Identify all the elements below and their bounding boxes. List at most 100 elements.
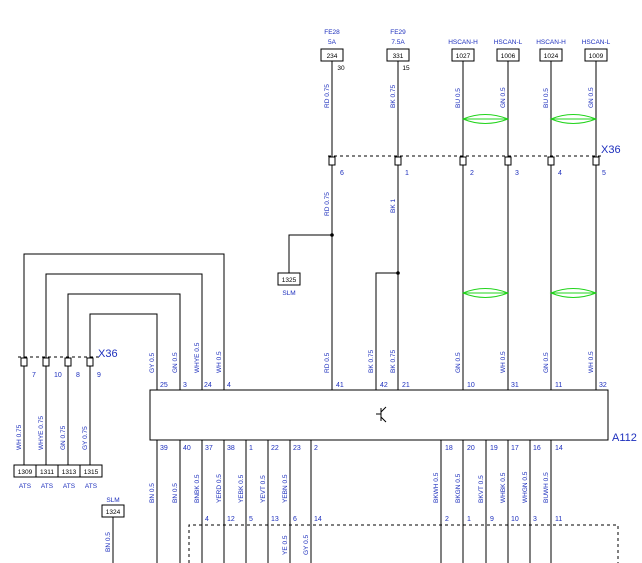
wire-label: WHGN 0.5 [522,471,529,503]
can-name: HSCAN-L [494,39,523,46]
wire-label: GY 0.5 [303,534,310,555]
ats-label: ATS [63,483,76,490]
wire-label: GN 0.5 [543,352,550,373]
wire-label: GN 0.5 [172,352,179,373]
pin-number: 8 [76,372,80,379]
loop-wire [89,313,158,390]
pin-number: 38 [227,445,235,452]
pin-housing [42,357,50,367]
wire-label: GN 0.5 [588,87,595,108]
pin-number: 41 [336,382,344,389]
can-term-3: HSCAN-H 1024 [536,39,566,62]
twisted-pair [549,288,598,298]
pin-number: 20 [467,445,475,452]
pin-number: 16 [533,445,541,452]
can-id: 1006 [501,53,516,60]
slm-id: 1324 [106,509,121,516]
pin-number: 6 [340,170,344,177]
splice-wire [288,234,332,273]
wire-label: GN 0.5 [455,352,462,373]
wire-label: BN 0.5 [105,532,112,552]
pin-number: 23 [293,445,301,452]
ats-label: ATS [85,483,98,490]
wire-label: YERD 0.5 [216,474,223,503]
connector-x36-top: X36 6 1 2 3 4 5 [328,144,621,177]
wire-label: RD 0.75 [324,84,331,108]
fuse-id: 331 [393,53,404,60]
wire-label: RD 0.5 [324,352,331,373]
twisted-pair [461,288,510,298]
pin-number: 10 [467,382,475,389]
wire-label: WH 0.5 [500,351,507,373]
wire-labels-upper: RD 0.75 BK 0.75 BU 0.5 GN 0.5 BU 0.5 GN … [324,84,595,108]
splice-slm-1325: 1325 SLM [277,233,334,297]
wire-label: YE 0.5 [282,535,289,555]
can-term-2: HSCAN-L 1006 [494,39,523,62]
pin-housing [504,156,512,166]
pin-number: 2 [314,445,318,452]
wire-label: BN 0.5 [172,483,179,503]
splice-bk [375,271,400,390]
fuse-fe28: FE28 5A 234 30 [320,29,345,72]
can-term-1: HSCAN-H 1027 [448,39,478,62]
wire-label: GN 0.75 [60,425,67,450]
slm-label: SLM [282,290,295,297]
slm-box [277,272,301,286]
splice-wire [375,272,398,390]
pin-number: 18 [445,445,453,452]
twisted-pair-marks-lower [461,288,598,298]
pin-number: 21 [402,382,410,389]
twisted-pair [461,114,510,124]
loop-wire [67,293,181,390]
can-id: 1024 [544,53,559,60]
wire-label: WHBK 0.5 [500,472,507,503]
pin-number: 24 [204,382,212,389]
pin-number: 2 [445,516,449,523]
pin-number: 13 [271,516,279,523]
pin-number: 11 [555,516,562,523]
ats-label: ATS [41,483,54,490]
ats-id: 1315 [84,469,99,476]
wire-label: WHYE 0.5 [194,342,201,373]
pin-number: 12 [227,516,235,523]
pin-number: 17 [511,445,519,452]
pin-number: 25 [160,382,168,389]
ats-id: 1311 [40,469,54,476]
pin-number: 4 [205,516,209,523]
fuse-rating: 7.5A [391,39,405,46]
wire-label: BNBK 0.5 [194,474,201,503]
module-bottom-wires [156,440,552,563]
can-name: HSCAN-L [582,39,611,46]
pin-number: 37 [205,445,213,452]
fuse-id: 234 [327,53,338,60]
pin-number: 39 [160,445,168,452]
module-box [149,389,609,441]
ats-id: 1313 [62,469,77,476]
wire-label: BKVT 0.5 [478,475,485,503]
wire-label: BU 0.5 [543,88,550,108]
pin-number: 42 [380,382,388,389]
wire-label: BUWH 0.5 [543,472,550,503]
can-id: 1027 [456,53,471,60]
module-name: A112 [612,432,637,444]
pin-number: 3 [533,516,537,523]
wire-label: WH 0.75 [16,424,23,450]
pin-number: 14 [314,516,322,523]
pin-housing [459,156,467,166]
module-bottom-pins: 39 40 37 38 1 22 23 2 18 20 19 17 16 14 [160,445,563,452]
pin-number: 4 [558,170,562,177]
loop-wire [45,273,203,390]
twisted-pair [549,114,598,124]
wire-label: BK 0.75 [368,349,375,373]
wire-label: BKGN 0.5 [455,473,462,503]
pin-number: 10 [511,516,519,523]
upper-wires [331,61,597,390]
pin-number: 19 [490,445,498,452]
left-ats-wires: WH 0.75 WHYE 0.75 GN 0.75 GY 0.75 [16,366,91,465]
can-name: HSCAN-H [448,39,478,46]
pin-housing [592,156,600,166]
ats-id: 1309 [18,469,33,476]
pin-number: 2 [470,170,474,177]
left-loop-wires [23,253,225,390]
